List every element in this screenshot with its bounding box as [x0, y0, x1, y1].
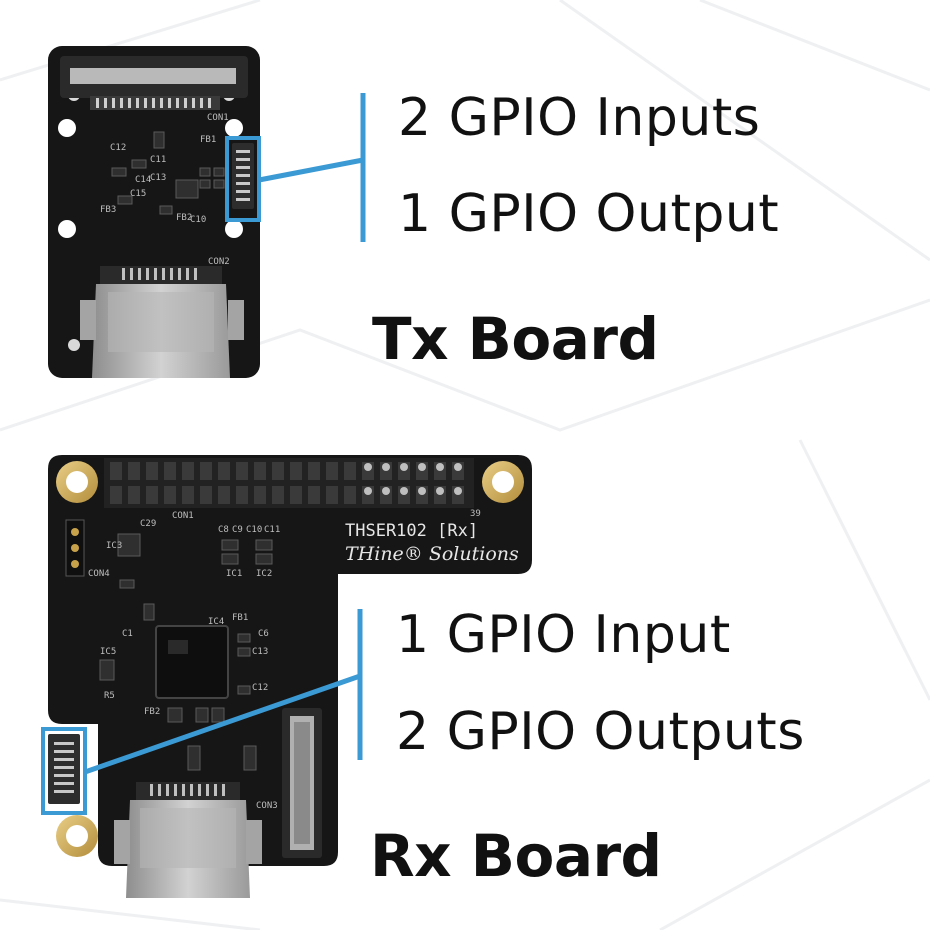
tx-feature-inputs: 2 GPIO Inputs	[398, 88, 761, 148]
silk-con1: CON1	[207, 113, 229, 123]
silk-rx-ic5: IC5	[100, 647, 116, 657]
rx-feature-input: 1 GPIO Input	[396, 605, 731, 665]
rx-main-ic	[155, 625, 229, 699]
rx-pin-number: 39	[470, 509, 481, 519]
rx-cable-connector	[114, 782, 262, 898]
rx-model-label: THSER102 [Rx]	[345, 521, 478, 541]
tx-callout	[258, 93, 366, 242]
tx-cable-connector	[80, 266, 244, 378]
silk-c12: C12	[110, 143, 126, 153]
rx-callout	[84, 609, 363, 775]
silk-rx-c29: C29	[140, 519, 156, 529]
silk-rx-c13: C13	[252, 647, 268, 657]
silk-con2: CON2	[208, 257, 230, 267]
silk-rx-con1: CON1	[172, 511, 194, 521]
silk-c10: C10	[190, 215, 206, 225]
silk-c11: C11	[150, 155, 166, 165]
silk-c15: C15	[130, 189, 146, 199]
silk-rx-c10: C10	[246, 525, 262, 535]
silk-fb3: FB3	[100, 205, 116, 215]
silk-rx-fb1: FB1	[232, 613, 248, 623]
silk-rx-c6: C6	[258, 629, 269, 639]
silk-c13: C13	[150, 173, 166, 183]
rx-silkscreen: CON1 CON3 CON4 C29 C8 C9 C10 C11 IC1 IC2…	[88, 511, 280, 811]
silk-rx-r5: R5	[104, 691, 115, 701]
silk-rx-c11: C11	[264, 525, 280, 535]
rx-fpc-connector	[282, 708, 322, 858]
silk-rx-c8: C8	[218, 525, 229, 535]
tx-silkscreen: CON1 CON2 C12 C11 C13 C14 C15 FB3 FB2 C1…	[100, 113, 230, 267]
rx-pin-header	[104, 458, 474, 508]
silk-rx-ic2: IC2	[256, 569, 272, 579]
silk-rx-fb2: FB2	[144, 707, 160, 717]
silk-rx-con3: CON3	[256, 801, 278, 811]
tx-fpc-connector	[60, 56, 248, 110]
tx-feature-output: 1 GPIO Output	[398, 184, 780, 244]
silk-fb2: FB2	[176, 213, 192, 223]
rx-con4-header	[65, 519, 85, 577]
rx-board: THSER102 [Rx] THine® Solutions 39 CON1 C…	[41, 455, 532, 898]
tx-components	[111, 131, 225, 215]
silk-rx-c9: C9	[232, 525, 243, 535]
tx-board-title: Tx Board	[372, 305, 659, 373]
silk-rx-con4: CON4	[88, 569, 110, 579]
silk-rx-ic3: IC3	[106, 541, 122, 551]
rx-board-title: Rx Board	[370, 822, 662, 890]
rx-feature-outputs: 2 GPIO Outputs	[396, 702, 805, 762]
rx-brand-label: THine® Solutions	[345, 543, 519, 565]
rx-gpio-connector	[48, 734, 80, 804]
silk-rx-ic4: IC4	[208, 617, 224, 627]
tx-gpio-connector	[232, 143, 254, 209]
silk-rx-c1: C1	[122, 629, 133, 639]
silk-fb1: FB1	[200, 135, 216, 145]
silk-rx-c12: C12	[252, 683, 268, 693]
rx-components	[99, 533, 273, 771]
silk-c14: C14	[135, 175, 151, 185]
tx-board: CON1 CON2 C12 C11 C13 C14 C15 FB3 FB2 C1…	[48, 46, 261, 378]
silk-rx-ic1: IC1	[226, 569, 242, 579]
